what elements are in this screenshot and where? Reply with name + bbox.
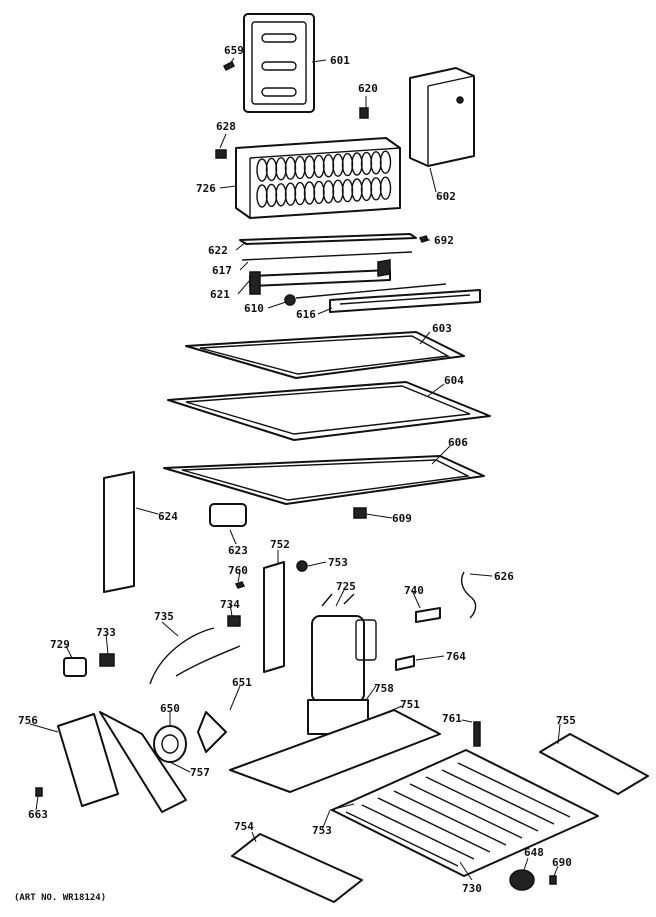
label-733: 733 [96, 626, 116, 639]
label-602: 602 [436, 190, 456, 203]
part-734-overload [227, 615, 241, 627]
label-757: 757 [190, 766, 210, 779]
label-730: 730 [462, 882, 482, 895]
part-648-foot [509, 869, 535, 891]
label-603: 603 [432, 322, 452, 335]
part-659-screw [222, 60, 236, 72]
part-601-freezer-panel [243, 13, 315, 113]
part-740-relay [415, 607, 441, 623]
part-753-grommet [296, 560, 308, 572]
label-734: 734 [220, 598, 240, 611]
label-609: 609 [392, 512, 412, 525]
part-730-condenser [331, 749, 599, 877]
label-651: 651 [232, 676, 252, 689]
label-650: 650 [160, 702, 180, 715]
label-622: 622 [208, 244, 228, 257]
art-number: (ART NO. WR18124) [14, 893, 106, 903]
condenser-tube [361, 804, 475, 860]
part-616-rail [295, 283, 481, 313]
condenser-tube [345, 811, 459, 867]
condenser-tube [409, 783, 523, 839]
label-761: 761 [442, 712, 462, 725]
part-603-shelf [185, 331, 465, 379]
part-764-plate [395, 655, 415, 671]
label-753: 753 [328, 556, 348, 569]
part-617-rod [241, 251, 413, 261]
condenser-tube [393, 790, 507, 846]
label-624: 624 [158, 510, 178, 523]
label-735: 735 [154, 610, 174, 623]
part-692-screw [418, 235, 430, 243]
label-754: 754 [234, 820, 254, 833]
label-760: 760 [228, 564, 248, 577]
label-752: 752 [270, 538, 290, 551]
label-620: 620 [358, 82, 378, 95]
part-622-bracket [239, 233, 417, 245]
label-663: 663 [28, 808, 48, 821]
part-729-capacitor [63, 657, 87, 677]
label-648: 648 [524, 846, 544, 859]
label-725: 725 [336, 580, 356, 593]
part-757-shroud [99, 711, 187, 813]
evaporator-coil-loop [379, 150, 392, 174]
part-752-bracket [263, 561, 285, 673]
part-733-clip [99, 653, 115, 667]
label-756: 756 [18, 714, 38, 727]
evaporator-coil-loop [379, 176, 392, 200]
label-751: 751 [400, 698, 420, 711]
part-650-fan-motor [153, 725, 187, 763]
label-690: 690 [552, 856, 572, 869]
part-756-shroud [57, 713, 119, 807]
part-754-pan [231, 833, 363, 903]
label-616: 616 [296, 308, 316, 321]
label-740: 740 [404, 584, 424, 597]
part-606-tray [163, 455, 485, 505]
label-755: 755 [556, 714, 576, 727]
part-labels: 659 601 620 628 726 602 622 692 617 621 … [14, 44, 576, 903]
label-729: 729 [50, 638, 70, 651]
part-761-screw [473, 721, 481, 747]
part-755-plate [539, 733, 649, 795]
part-624-panel [103, 471, 135, 593]
part-726-evaporator [235, 137, 401, 219]
label-726: 726 [196, 182, 216, 195]
part-690-screw [549, 875, 557, 885]
label-601: 601 [330, 54, 350, 67]
label-606: 606 [448, 436, 468, 449]
label-604: 604 [444, 374, 464, 387]
part-651-fan-blade [197, 711, 227, 753]
part-626-cord [460, 571, 477, 619]
leader-lines [29, 57, 561, 881]
label-621: 621 [210, 288, 230, 301]
part-604-shelf [167, 381, 491, 441]
part-628-grommet [215, 149, 227, 159]
part-751-base [229, 709, 441, 793]
part-725-compressor [311, 593, 377, 703]
label-753b: 753 [312, 824, 332, 837]
part-610-knob [284, 294, 296, 306]
label-623: 623 [228, 544, 248, 557]
condenser-tube [425, 776, 539, 832]
label-626: 626 [494, 570, 514, 583]
part-602-cover [409, 67, 475, 167]
label-692: 692 [434, 234, 454, 247]
label-758: 758 [374, 682, 394, 695]
part-735-harness [149, 627, 241, 685]
part-663-screw [35, 787, 43, 797]
part-620-clip [359, 107, 369, 119]
part-623-block [209, 503, 247, 527]
label-764: 764 [446, 650, 466, 663]
part-760-screw [234, 581, 246, 589]
condenser-tube [441, 769, 555, 825]
condenser-tube [457, 762, 571, 818]
label-617: 617 [212, 264, 232, 277]
label-659: 659 [224, 44, 244, 57]
part-621-control [249, 259, 391, 295]
condenser-tube [377, 797, 491, 853]
part-609-drain [353, 507, 367, 519]
label-610: 610 [244, 302, 264, 315]
label-628: 628 [216, 120, 236, 133]
